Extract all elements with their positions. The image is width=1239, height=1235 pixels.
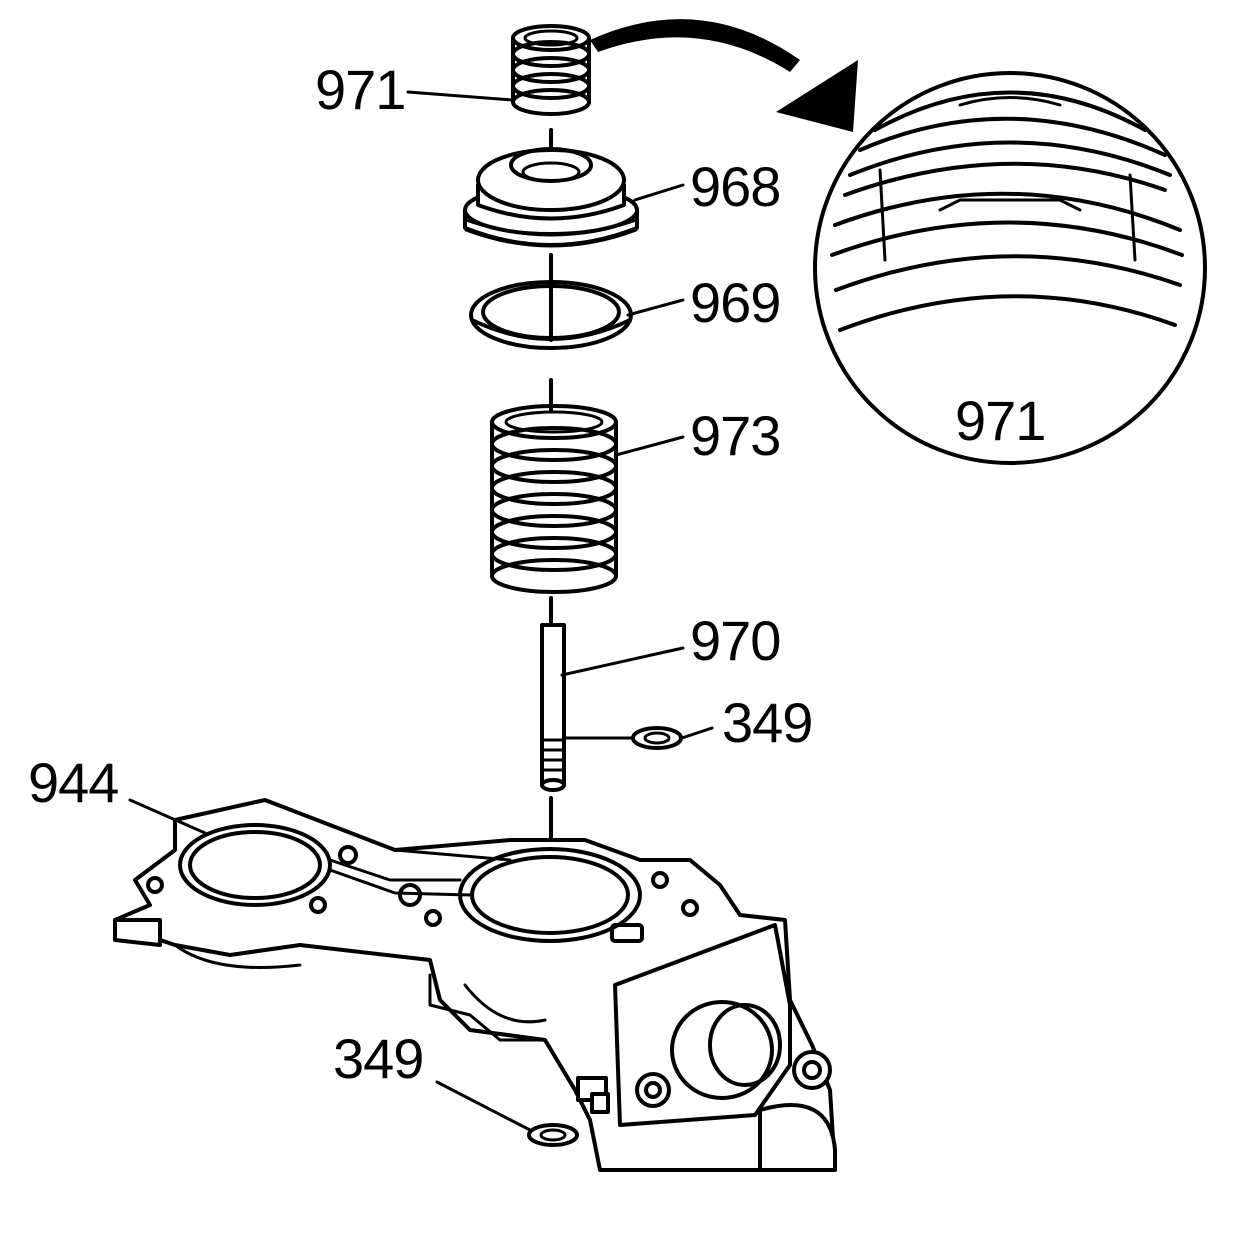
callout-944: 944 bbox=[28, 751, 118, 814]
callout-971: 971 bbox=[315, 58, 405, 121]
detail-view-971 bbox=[590, 19, 1207, 465]
pin-970 bbox=[540, 623, 566, 792]
callout-973: 973 bbox=[690, 404, 780, 467]
callout-349-lower: 349 bbox=[333, 1027, 423, 1090]
leader-lines bbox=[128, 90, 714, 1132]
callout-969: 969 bbox=[690, 271, 780, 334]
retainer-lower-349 bbox=[527, 1123, 579, 1147]
callout-968: 968 bbox=[690, 155, 780, 218]
callout-349-upper: 349 bbox=[722, 691, 812, 754]
callout-971-detail: 971 bbox=[955, 389, 1045, 452]
retainer-upper-349 bbox=[631, 726, 683, 750]
valve-body-944 bbox=[113, 798, 837, 1172]
large-spring-973 bbox=[490, 404, 618, 594]
callout-970: 970 bbox=[690, 609, 780, 672]
piston-968 bbox=[463, 147, 639, 248]
small-spring-971 bbox=[511, 24, 591, 116]
